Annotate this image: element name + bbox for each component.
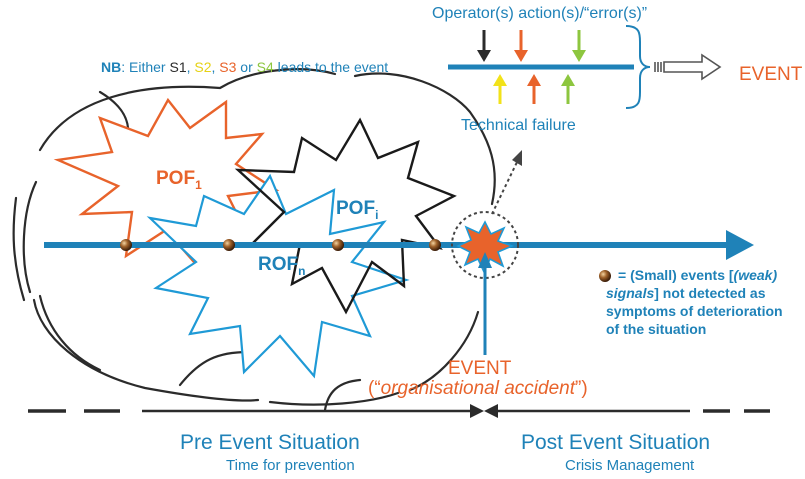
- legend-line-1: = (Small) events [(weak): [618, 266, 803, 284]
- nb-text: leads to the event: [273, 59, 389, 75]
- small-event-dot: [429, 239, 441, 251]
- pre-arrowhead: [470, 404, 484, 418]
- s4-label: S4: [256, 59, 274, 75]
- dotted-arrowhead: [512, 150, 522, 166]
- quote-close: ”): [575, 378, 588, 399]
- pofi-subscript: i: [375, 207, 379, 222]
- pre-event-subtitle: Time for prevention: [226, 457, 355, 474]
- legend-weak: (weak): [733, 267, 778, 283]
- legend-line-4: of the situation: [606, 321, 707, 337]
- s1-label: S1: [169, 59, 187, 75]
- legend-dot: [599, 270, 611, 282]
- legend-line-2-text: ] not detected as: [654, 285, 766, 301]
- organisational-accident: organisational accident: [380, 378, 576, 399]
- nb-sep: ,: [211, 59, 220, 75]
- nb-sep: ,: [186, 59, 195, 75]
- timeline-arrowhead: [726, 230, 754, 260]
- technical-failure-label: Technical failure: [461, 117, 576, 134]
- legend-line-3: symptoms of deterioration: [606, 303, 783, 319]
- post-event-subtitle: Crisis Management: [565, 457, 695, 474]
- pofi-text: POF: [336, 198, 376, 219]
- event-subtitle: (“organisational accident”): [368, 378, 588, 400]
- legend-text: = (Small) events [(weak) signals] not de…: [606, 266, 803, 338]
- event-hollow-arrow: [654, 53, 722, 81]
- rofn-burst: [146, 173, 410, 379]
- pof1-label: POF1: [156, 168, 202, 192]
- curly-brace: [625, 25, 651, 109]
- event-right-label: EVENT: [739, 64, 803, 85]
- nb-text: : Either: [121, 59, 170, 75]
- pofi-label: POFi: [336, 198, 378, 222]
- legend-line-2: signals] not detected as: [606, 284, 803, 302]
- operator-error-arrows: [477, 30, 586, 62]
- rofn-subscript: n: [298, 263, 306, 278]
- event-pointer-arrowhead: [478, 252, 492, 268]
- post-event-title: Post Event Situation: [521, 431, 711, 454]
- quote-open: (“: [368, 378, 381, 399]
- pof1-subscript: 1: [195, 177, 202, 192]
- technical-failure-dotted-arrow: [491, 159, 519, 215]
- event-label: EVENT: [448, 358, 512, 379]
- legend-signals: signals: [606, 285, 655, 301]
- s2-label: S2: [194, 59, 212, 75]
- event-dotted-circle: [451, 211, 519, 279]
- rofn-label: ROFn: [258, 254, 305, 278]
- post-arrowhead: [484, 404, 498, 418]
- technical-failure-arrows: [493, 74, 575, 104]
- legend-line-1-text: = (Small) events [: [618, 267, 734, 283]
- nb-or: or: [236, 59, 257, 75]
- small-event-dot: [120, 239, 132, 251]
- operator-title: Operator(s) action(s)/“error(s)”: [432, 5, 648, 22]
- s3-label: S3: [219, 59, 237, 75]
- small-event-dot: [223, 239, 235, 251]
- small-event-dot: [332, 239, 344, 251]
- nb-label: NB: [101, 59, 122, 75]
- nb-note: NB: Either S1, S2, S3 or S4 leads to the…: [101, 59, 388, 75]
- pof1-text: POF: [156, 168, 196, 189]
- rofn-text: ROF: [258, 254, 299, 275]
- pre-event-title: Pre Event Situation: [180, 431, 360, 454]
- cloud-outline: [12, 68, 496, 412]
